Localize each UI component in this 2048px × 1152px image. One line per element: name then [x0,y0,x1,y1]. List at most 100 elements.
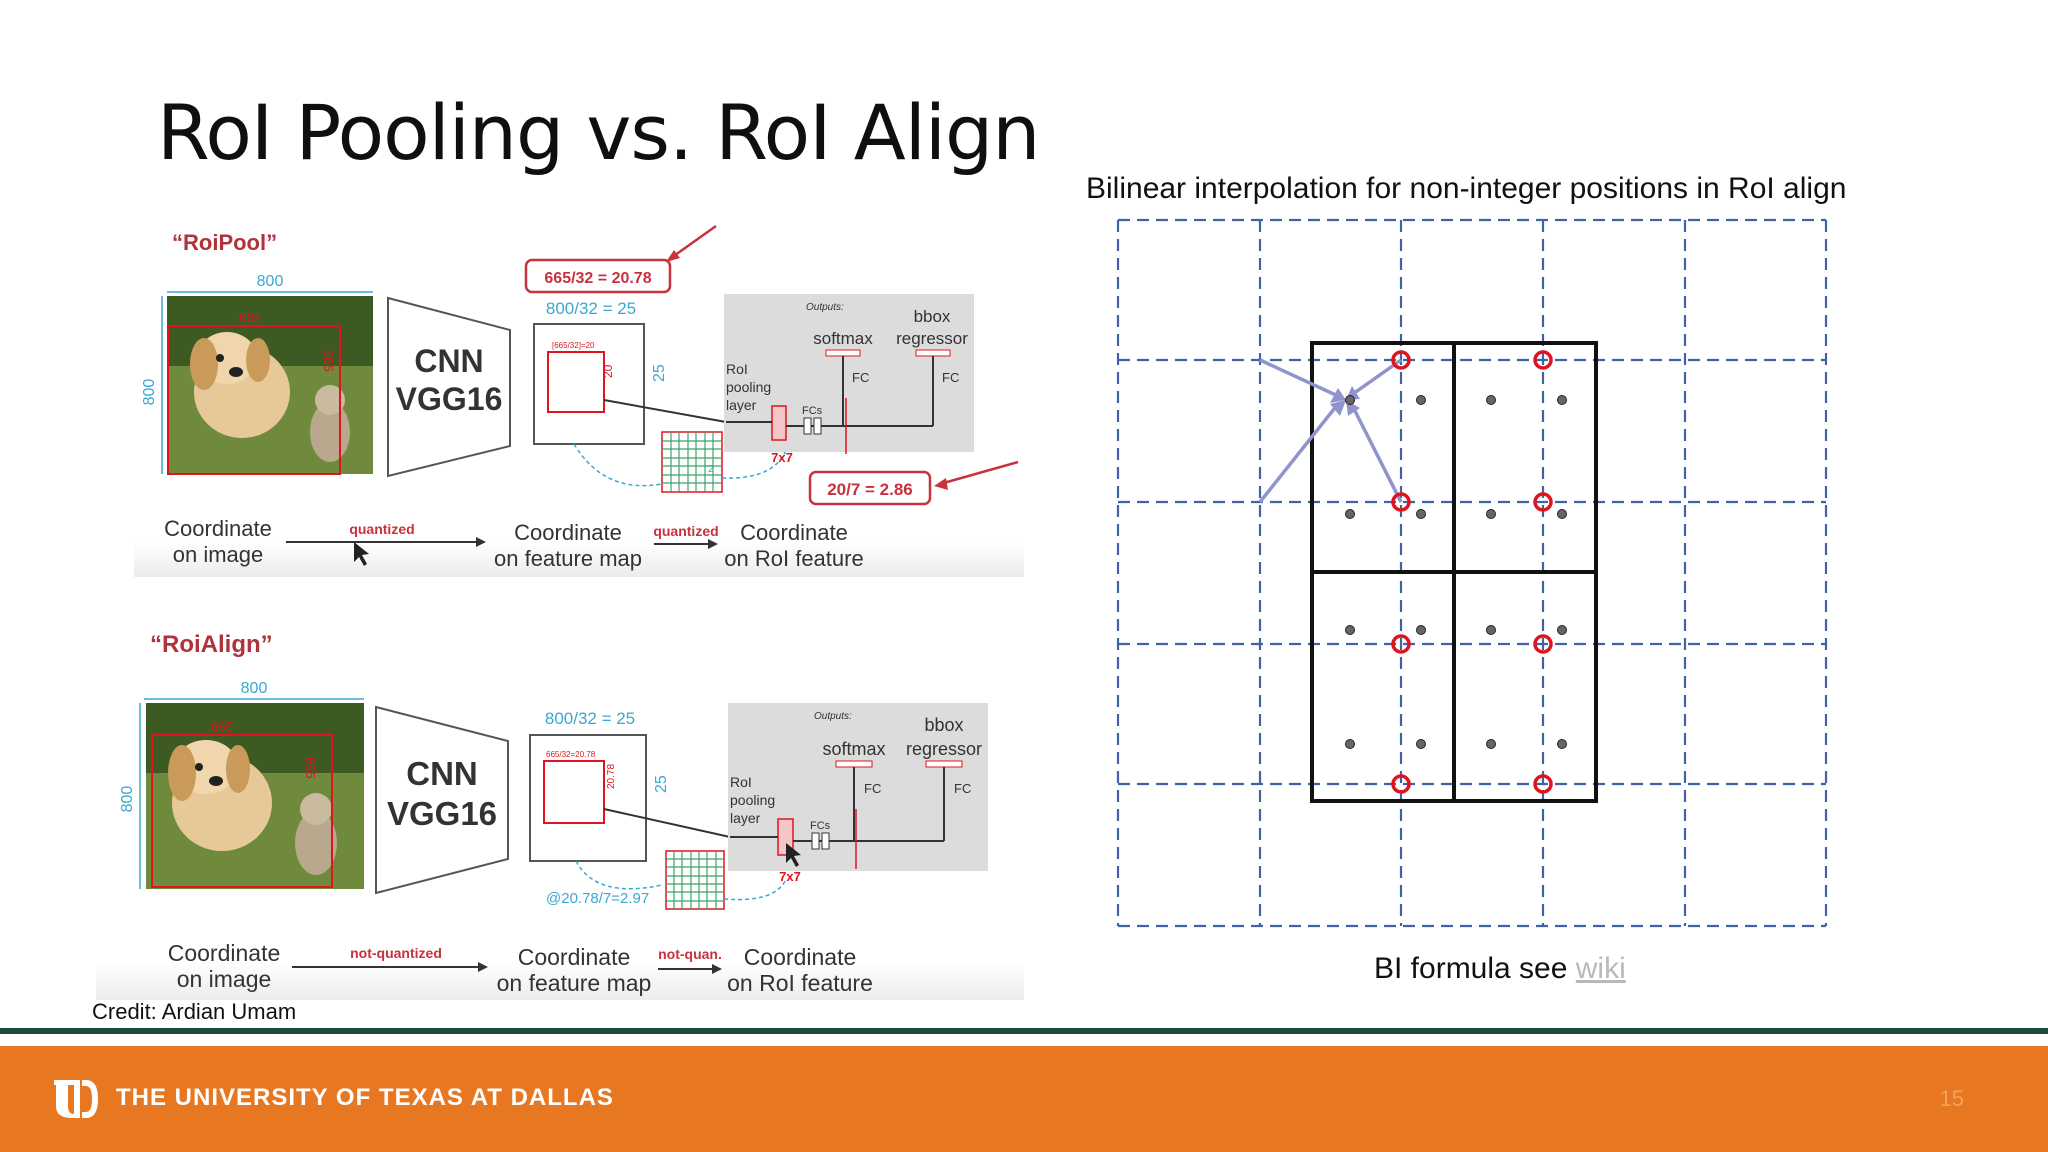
roipool-layer-2: pooling [726,379,771,395]
roialign-flow-fm-2: on feature map [497,970,652,996]
roialign-7x7-grid [665,850,725,910]
roipool-img-width: 800 [257,273,284,290]
grid-sample-ring [1533,350,1553,370]
roialign-layer-3: layer [730,810,761,826]
roipool-img-height: 800 [141,379,158,406]
roipool-flow-image-1: Coordinate [164,516,272,541]
grid-sample-ring [1533,774,1553,794]
roialign-roi-fm-label: 665/32=20.78 [546,750,596,759]
roipool-callout-top [524,258,672,294]
roialign-grid-size: 7x7 [779,869,801,884]
roipool-flow-arrow-2-label: quantized [653,523,718,539]
roipool-roi-width: 665 [239,310,261,325]
roialign-roi-height: 665 [303,757,318,779]
sample-point [1345,395,1355,405]
roi-bin-box [1310,341,1598,803]
roialign-figure: “RoiAlign” 800 665 665 800 CNN VGG16 800… [119,631,988,996]
bi-formula-note: BI formula see wiki [1374,952,1626,986]
roialign-heading: “RoiAlign” [150,631,273,658]
roipool-vgg-label: VGG16 [396,381,503,417]
grid-sample-ring [1391,774,1411,794]
grid-sample-ring [1533,492,1553,512]
roipool-fcs: FCs [802,405,823,417]
roipool-fm-size: 800/32 = 25 [546,299,636,318]
roialign-flow-roi-2: on RoI feature [727,970,873,996]
roipool-flow-image-2: on image [173,542,264,567]
grid-sample-rings [1391,350,1553,794]
roialign-cnn-label: CNN [406,755,478,792]
roialign-roi-fm-side: 20.78 [606,764,617,789]
sample-point [1557,625,1567,635]
roialign-img-width: 800 [241,680,268,697]
footer-divider [0,1028,2048,1034]
page-number: 15 [1939,1086,1964,1111]
grid-sample-ring [1533,634,1553,654]
footer-bar: THE UNIVERSITY OF TEXAS AT DALLAS 15 [0,1046,2048,1152]
sample-point [1486,625,1496,635]
roipool-bbox: bbox [914,307,951,326]
roialign-regressor: regressor [906,739,982,759]
mouse-cursor-icon [786,843,801,867]
sample-point [1486,395,1496,405]
roialign-img-height: 800 [119,786,136,813]
roipool-callout-top-text: 665/32 = 20.78 [544,270,651,287]
interpolation-arrows [1258,358,1403,504]
roipool-roi-fm-label: [665/32]=20 [552,341,595,350]
roipool-flow-roi-2: on RoI feature [724,546,863,571]
roialign-flow-arrow-2-label: not-quan. [658,946,722,962]
roipool-layer-3: layer [726,397,757,413]
sample-point [1416,625,1426,635]
roialign-softmax: softmax [822,739,885,759]
bilinear-grid-figure [1116,218,1828,928]
roipool-figure: “RoiPool” 800 665 665 800 CNN VGG16 800/… [141,224,1019,571]
roialign-fc-2: FC [954,781,971,796]
roialign-fcs: FCs [810,820,831,832]
bi-formula-text: BI formula see [1374,952,1576,985]
roialign-roi-width: 665 [211,719,233,734]
roipool-fm-height: 25 [651,364,668,382]
roipool-flow-fm-1: Coordinate [514,520,622,545]
roipool-layer-1: RoI [726,361,748,377]
roialign-flow-fm-1: Coordinate [518,944,631,970]
roipool-callout-bottom-text: 20/7 = 2.86 [827,480,913,499]
sample-point [1557,739,1567,749]
roipool-callout-bottom [808,470,932,506]
roipool-dog-image [167,296,373,474]
roipool-grid-side: 2 [708,464,714,475]
sample-point [1345,625,1355,635]
sample-point [1416,395,1426,405]
mouse-cursor-icon [354,542,369,566]
roipool-grid-size: 7x7 [771,450,793,465]
roialign-flow-roi-1: Coordinate [744,944,857,970]
roipool-flow-arrow-1-label: quantized [349,521,414,537]
roipool-panel: “RoiPool” 800 665 665 800 CNN VGG16 800/… [134,222,1024,577]
credit-text: Credit: Ardian Umam [92,999,297,1024]
roialign-fm-size: 800/32 = 25 [545,709,635,728]
roialign-fm-height: 25 [653,775,670,793]
roipool-roi-height: 665 [321,350,336,372]
roipool-fc-2: FC [942,370,959,385]
roialign-grid-note: @20.78/7=2.97 [546,890,649,907]
sample-point [1486,509,1496,519]
roialign-flow-image-2: on image [177,966,272,992]
wiki-link[interactable]: wiki [1575,952,1626,985]
roialign-flow-image-1: Coordinate [168,940,281,966]
slide-title: RoI Pooling vs. RoI Align [157,88,1040,177]
roipool-flow-fm-2: on feature map [494,546,642,571]
university-name: THE UNIVERSITY OF TEXAS AT DALLAS [116,1084,614,1111]
sample-point [1486,739,1496,749]
roialign-panel: “RoiAlign” 800 665 665 800 CNN VGG16 800… [96,623,1024,1000]
grid-sample-ring [1391,492,1411,512]
sample-point [1416,739,1426,749]
sample-point [1345,739,1355,749]
roipool-fc-1: FC [852,370,869,385]
roipool-outputs: Outputs: [806,302,844,313]
roipool-softmax: softmax [813,329,873,348]
roialign-layer-1: RoI [730,774,752,790]
roialign-fc-1: FC [864,781,881,796]
roipool-cnn-label: CNN [414,343,483,379]
roipool-7x7-grid [661,431,723,493]
roipool-cnn-block [387,296,511,478]
roipool-roi-fm-side: 20 [601,364,615,378]
sample-point [1416,509,1426,519]
